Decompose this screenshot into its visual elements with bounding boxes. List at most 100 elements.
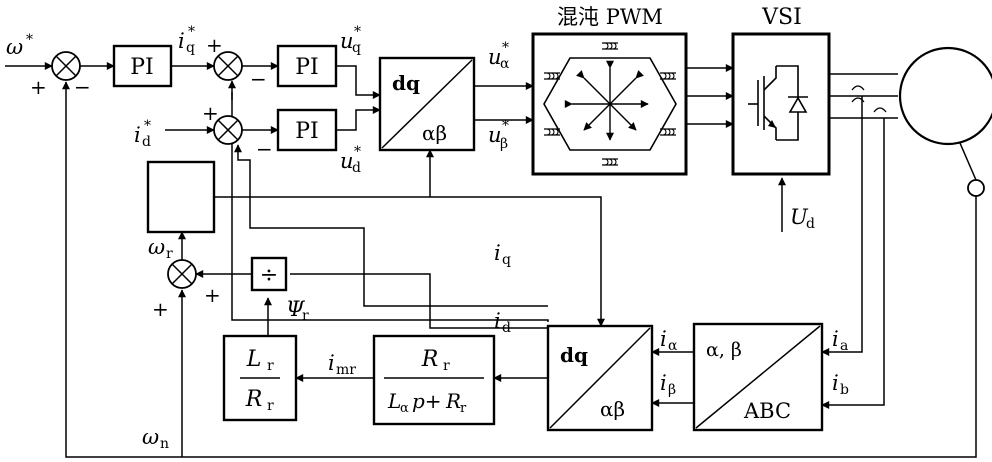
svg-text:q: q xyxy=(352,40,361,56)
iq-ref-label: i q * xyxy=(178,24,195,56)
svg-text:*: * xyxy=(354,144,361,160)
svg-text:q: q xyxy=(502,252,511,268)
vsi-block: VSI xyxy=(731,5,831,176)
sum-speed xyxy=(51,51,81,81)
i-q-label: i q xyxy=(494,241,511,268)
sign-omega-plus1: + xyxy=(152,297,169,321)
svg-text:r: r xyxy=(166,246,173,262)
sign-labels: + − + − + − + + xyxy=(30,33,273,321)
lr-rr-block: L r R r xyxy=(222,334,298,422)
svg-text:d: d xyxy=(142,134,151,150)
sign-speed-plus: + xyxy=(30,75,47,99)
svg-text:r: r xyxy=(302,308,309,324)
svg-text:d: d xyxy=(352,160,361,176)
ualpha-ref-label: u α * xyxy=(488,40,510,72)
lr-denominator-sub: r xyxy=(267,398,274,414)
sign-iq-plus: + xyxy=(206,33,223,57)
rr-den-R-sub: r xyxy=(460,401,467,416)
dq2-label: dq xyxy=(560,343,588,367)
svg-text:u: u xyxy=(488,45,502,69)
divider-symbol: ÷ xyxy=(260,263,278,288)
svg-text:i: i xyxy=(660,327,667,351)
angle-integrator-block xyxy=(146,160,216,234)
ud-ref-label: u d * xyxy=(340,144,361,176)
speed-sensor xyxy=(967,179,985,197)
svg-text:q: q xyxy=(186,40,195,56)
id-ref-label: i d * xyxy=(134,118,151,150)
sign-iq-minus: − xyxy=(250,67,267,91)
omega-r-label: ω r xyxy=(148,235,173,262)
svg-text:*: * xyxy=(144,118,151,134)
svg-text:ω: ω xyxy=(6,35,23,59)
lr-numerator-sub: r xyxy=(267,358,274,374)
omega-ref-label: ω * xyxy=(6,32,33,59)
sum-omega-r xyxy=(167,259,197,289)
svg-text:u: u xyxy=(488,123,502,147)
svg-text:i: i xyxy=(832,327,839,351)
lr-denominator: R xyxy=(245,387,263,412)
sum-iq xyxy=(213,51,243,81)
vsi-title: VSI xyxy=(761,5,802,30)
omega-n-label: ω n xyxy=(142,425,169,452)
i-beta-label: i β xyxy=(660,371,676,398)
u-d-label: U d xyxy=(790,205,815,232)
svg-text:ω: ω xyxy=(142,425,159,449)
pi-speed-label: PI xyxy=(130,55,154,80)
svg-text:ω: ω xyxy=(148,235,165,259)
svg-text:α: α xyxy=(500,56,510,72)
sign-id-minus: − xyxy=(256,137,273,161)
svg-text:i: i xyxy=(494,241,501,265)
signal-labels: ω * i q * i d * u q * u d * u α * u xyxy=(6,24,849,452)
svg-text:β: β xyxy=(668,382,676,398)
svg-text:u: u xyxy=(340,149,354,173)
alphabeta-label: αβ xyxy=(422,121,447,145)
svg-text:Ψ: Ψ xyxy=(286,297,306,321)
rr-numerator: R xyxy=(421,347,439,372)
sign-speed-minus: − xyxy=(74,75,91,99)
pi-q-block: PI xyxy=(276,44,338,88)
svg-text:*: * xyxy=(502,118,509,134)
dq-label: dq xyxy=(392,71,420,95)
svg-text:α: α xyxy=(668,338,678,354)
sign-omega-plus2: + xyxy=(204,283,221,307)
svg-text:β: β xyxy=(500,136,508,152)
pwm-title: 混沌 PWM xyxy=(557,5,663,29)
rr-den-R: R xyxy=(445,389,461,413)
i-b-label: i b xyxy=(832,371,849,398)
lr-numerator: L xyxy=(246,347,262,372)
i-a-label: i a xyxy=(832,327,848,354)
rr-den-L-sub: α xyxy=(400,401,409,416)
alphabeta2-label: αβ xyxy=(600,397,625,421)
rr-numerator-sub: r xyxy=(443,358,450,374)
psi-r-label: Ψ r xyxy=(286,297,309,324)
uq-ref-label: u q * xyxy=(340,24,361,56)
rr-den-p: p+ xyxy=(412,389,442,413)
pi-d-block: PI xyxy=(276,108,338,152)
pi-d-label: PI xyxy=(295,119,319,144)
svg-text:*: * xyxy=(26,32,33,48)
svg-text:a: a xyxy=(840,338,848,354)
i-mr-label: i mr xyxy=(328,351,356,378)
svg-text:i: i xyxy=(832,371,839,395)
svg-text:U: U xyxy=(790,205,809,229)
svg-text:i: i xyxy=(178,29,185,53)
dq-to-alphabeta-block: dq αβ xyxy=(378,56,476,152)
alphabeta-in-label: α, β xyxy=(706,339,742,361)
sign-id-plus: + xyxy=(202,101,219,125)
i-d-label: i d xyxy=(494,309,511,336)
pi-q-label: PI xyxy=(295,55,319,80)
svg-text:*: * xyxy=(188,24,195,40)
sum-id xyxy=(213,115,243,145)
rr-den-L: L xyxy=(387,389,401,413)
svg-text:i: i xyxy=(134,123,141,147)
svg-text:i: i xyxy=(494,309,501,333)
svg-text:i: i xyxy=(660,371,667,395)
abc-to-alphabeta-block: α, β ABC xyxy=(692,322,824,432)
svg-text:*: * xyxy=(502,40,509,56)
pi-speed-block: PI xyxy=(112,44,173,88)
svg-text:n: n xyxy=(160,436,169,452)
svg-text:d: d xyxy=(502,320,511,336)
svg-text:*: * xyxy=(354,24,361,40)
i-alpha-label: i α xyxy=(660,327,678,354)
